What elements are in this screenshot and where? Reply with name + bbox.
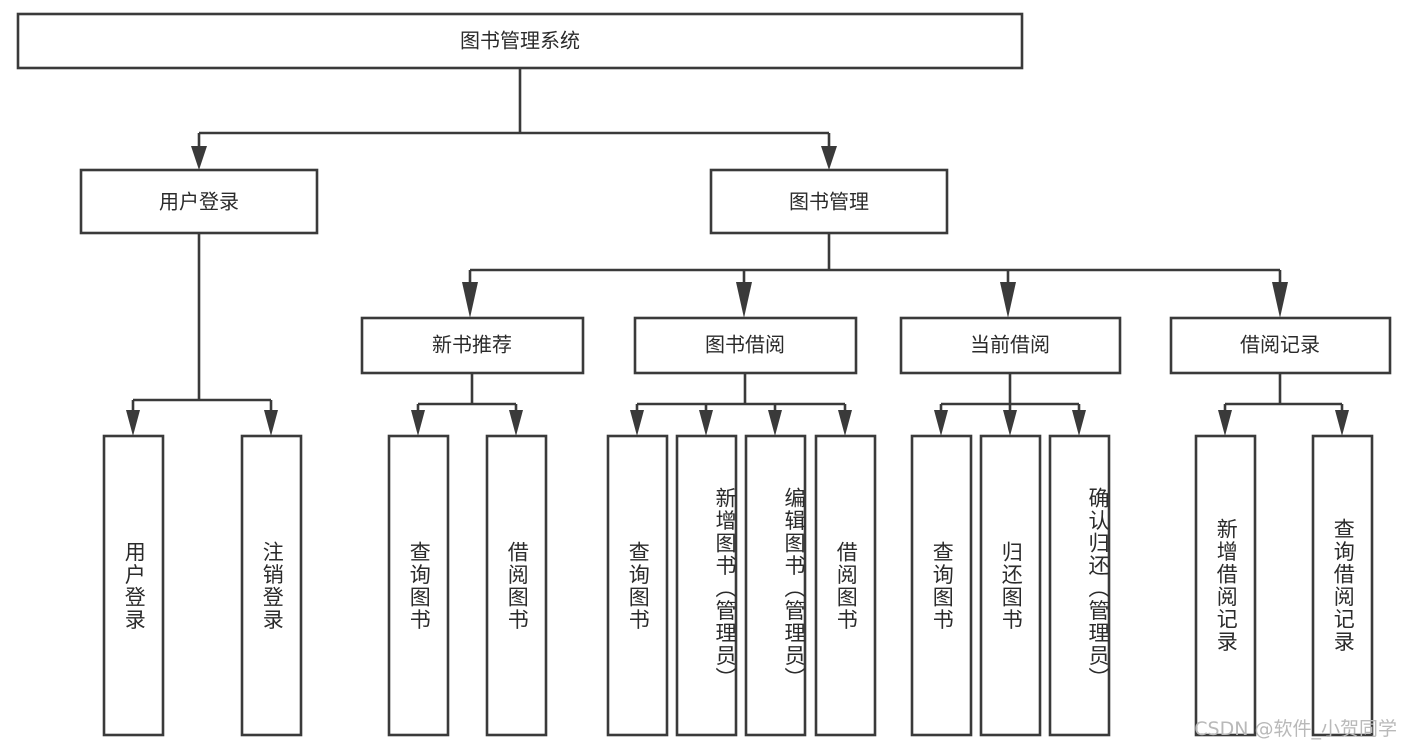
- leaf-box-new-book-1[interactable]: [387, 434, 450, 737]
- root-label: 图书管理系统: [460, 29, 580, 53]
- leaf-box-user-login-2[interactable]: [240, 434, 303, 737]
- leaf-box-book-borrow-2[interactable]: [675, 434, 738, 737]
- level2-label-user-login: 用户登录: [159, 190, 239, 214]
- node-borrow-record[interactable]: 借阅记录: [1169, 316, 1392, 375]
- root-box[interactable]: [16, 12, 1024, 70]
- arrow-head-icon: [821, 146, 837, 170]
- arrow-head-icon: [768, 410, 782, 436]
- arrow-head-icon: [1218, 410, 1232, 436]
- watermark-text: CSDN @软件_小贺同学: [1194, 718, 1397, 740]
- arrow-head-icon: [264, 410, 278, 436]
- node-user-login[interactable]: 用户登录: [79, 168, 319, 235]
- level2-box-book-management[interactable]: [709, 168, 949, 235]
- arrow-head-icon: [1072, 410, 1086, 436]
- level2-label-book-management: 图书管理: [789, 190, 869, 214]
- arrow-head-icon: [630, 410, 644, 436]
- level3-box-new-book-recommend[interactable]: [360, 316, 585, 375]
- node-new-book-recommend[interactable]: 新书推荐: [360, 316, 585, 375]
- leaf-box-current-borrow-3[interactable]: [1048, 434, 1111, 737]
- level3-box-current-borrow[interactable]: [899, 316, 1122, 375]
- level3-label-current-borrow: 当前借阅: [970, 333, 1050, 357]
- leaf-box-book-borrow-1[interactable]: [606, 434, 669, 737]
- arrow-head-icon: [736, 282, 752, 318]
- arrow-head-icon: [1335, 410, 1349, 436]
- level3-label-borrow-record: 借阅记录: [1240, 333, 1320, 357]
- arrow-head-icon: [126, 410, 140, 436]
- level3-label-new-book-recommend: 新书推荐: [432, 333, 512, 357]
- level3-box-borrow-record[interactable]: [1169, 316, 1392, 375]
- leaf-box-new-book-2[interactable]: [485, 434, 548, 737]
- node-current-borrow[interactable]: 当前借阅: [899, 316, 1122, 375]
- level3-box-book-borrow[interactable]: [633, 316, 858, 375]
- arrow-head-icon: [838, 410, 852, 436]
- arrow-head-icon: [934, 410, 948, 436]
- arrow-head-icon: [191, 146, 207, 170]
- arrow-head-icon: [411, 410, 425, 436]
- arrow-head-icon: [1272, 282, 1288, 318]
- leaf-box-book-borrow-3[interactable]: [744, 434, 807, 737]
- leaf-box-book-borrow-4[interactable]: [814, 434, 877, 737]
- node-book-borrow[interactable]: 图书借阅: [633, 316, 858, 375]
- arrow-head-icon: [462, 282, 478, 318]
- leaf-box-current-borrow-1[interactable]: [910, 434, 973, 737]
- arrow-head-icon: [1003, 410, 1017, 436]
- node-root[interactable]: 图书管理系统: [16, 12, 1024, 70]
- leaf-box-current-borrow-2[interactable]: [979, 434, 1042, 737]
- node-book-management[interactable]: 图书管理: [709, 168, 949, 235]
- leaf-box-borrow-record-1[interactable]: [1194, 434, 1257, 737]
- leaf-box-user-login-1[interactable]: [102, 434, 165, 737]
- arrow-head-icon: [699, 410, 713, 436]
- level3-label-book-borrow: 图书借阅: [705, 333, 785, 357]
- arrow-head-icon: [509, 410, 523, 436]
- arrow-head-icon: [1000, 282, 1016, 318]
- leaf-box-borrow-record-2[interactable]: [1311, 434, 1374, 737]
